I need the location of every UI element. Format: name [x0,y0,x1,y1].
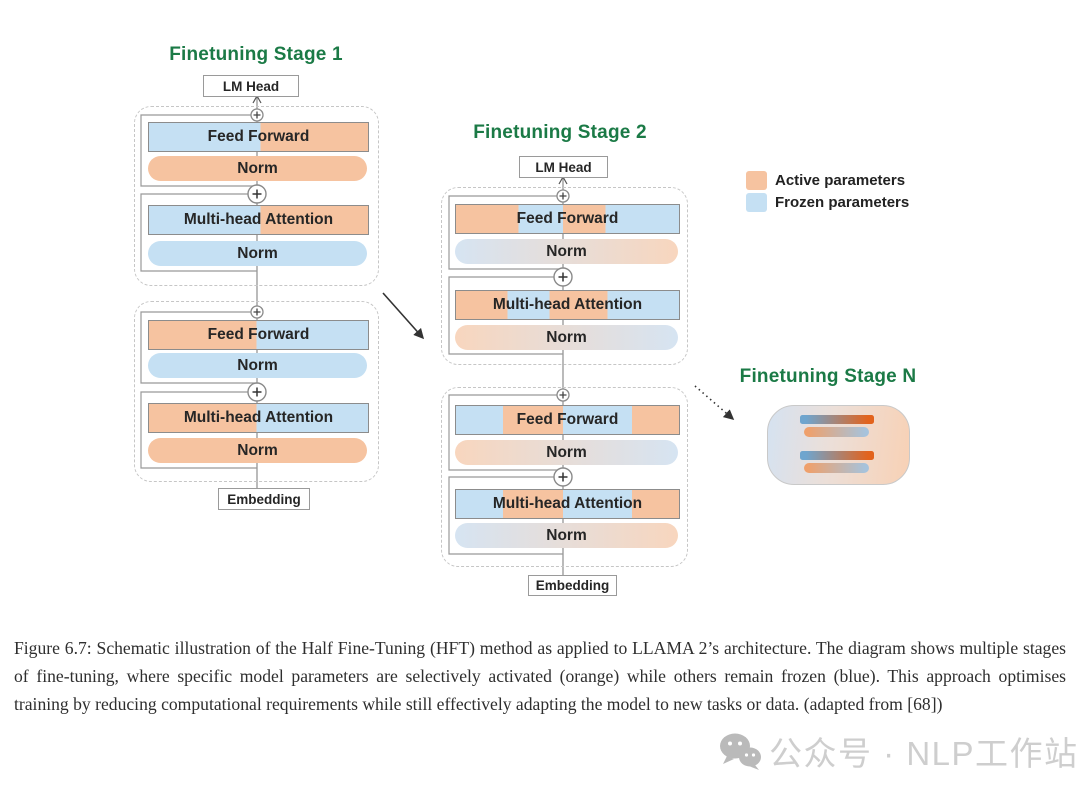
stage1-embedding-box: Embedding [218,488,310,510]
stage1-lm-head-box: LM Head [203,75,299,97]
stage2-lm-head-box: LM Head [519,156,608,178]
stage1-block2 [134,301,379,482]
add-node-plus-icon [252,189,568,482]
stage1-block2-norm-1: Norm [148,353,367,378]
stage2-block2 [441,387,688,567]
stage2-block1-feed-forward: Feed Forward [455,204,680,234]
stage1-to-stage2-arrow [382,292,425,340]
active-parameters-swatch [746,170,767,190]
wechat-icon [720,733,761,770]
stage2-residual-line [448,394,563,471]
stage1-block2-norm-2: Norm [148,438,367,463]
stage2-residual-line [448,195,563,270]
stage2-residual-line [448,476,563,555]
stageN-merged-model [767,405,910,485]
stage1-block1-norm-2: Norm [148,241,367,266]
legend-frozen-label: Frozen parameters [775,193,910,211]
stage2-block2-attention: Multi-head Attention [455,489,680,519]
stage2-title: Finetuning Stage 2 [473,122,647,143]
stageN-param-bar [804,427,869,437]
stageN-title: Finetuning Stage N [739,366,917,387]
stage2-block1-attention: Multi-head Attention [455,290,680,320]
stage1-block2-feed-forward: Feed Forward [148,320,369,350]
stage1-block1-norm-1: Norm [148,156,367,181]
legend-frozen-row: Frozen parameters [746,192,909,212]
stage1-block2-attention: Multi-head Attention [148,403,369,433]
stage2-block2-norm-2: Norm [455,523,678,548]
stage2-to-stageN-arrow [694,385,735,421]
figure-caption: Figure 6.7: Schematic illustration of th… [14,638,1066,715]
stage2-block1-norm-2: Norm [455,325,678,350]
stage2-residual-line [448,276,563,355]
stage2-block1-norm-1: Norm [455,239,678,264]
add-node-plus-icon [253,111,567,399]
stage1-block1 [134,106,379,286]
frozen-parameters-swatch [746,192,767,212]
stage1-block1-attention: Multi-head Attention [148,205,369,235]
stage2-block2-feed-forward: Feed Forward [455,405,680,435]
legend-active-label: Active parameters [775,171,906,189]
legend-active-row: Active parameters [746,170,909,190]
watermark: 公众号 · NLP工作站 [718,727,1079,775]
legend: Active parameters Frozen parameters [746,170,909,214]
stage2-embedding-box: Embedding [528,575,617,596]
stage2-block2-norm-1: Norm [455,440,678,465]
stage1-residual-line [140,311,257,384]
stageN-param-bar [800,451,874,460]
stage2-block1 [441,187,688,365]
stage1-block1-feed-forward: Feed Forward [148,122,369,152]
stage1-residual-line [140,193,257,272]
stageN-param-bar [800,415,874,424]
stage1-residual-line [140,114,257,187]
watermark-text: 公众号 · NLP工作站 [769,735,1079,772]
stage1-title: Finetuning Stage 1 [169,44,343,65]
stage1-residual-line [140,391,257,469]
stageN-param-bar [804,463,869,473]
